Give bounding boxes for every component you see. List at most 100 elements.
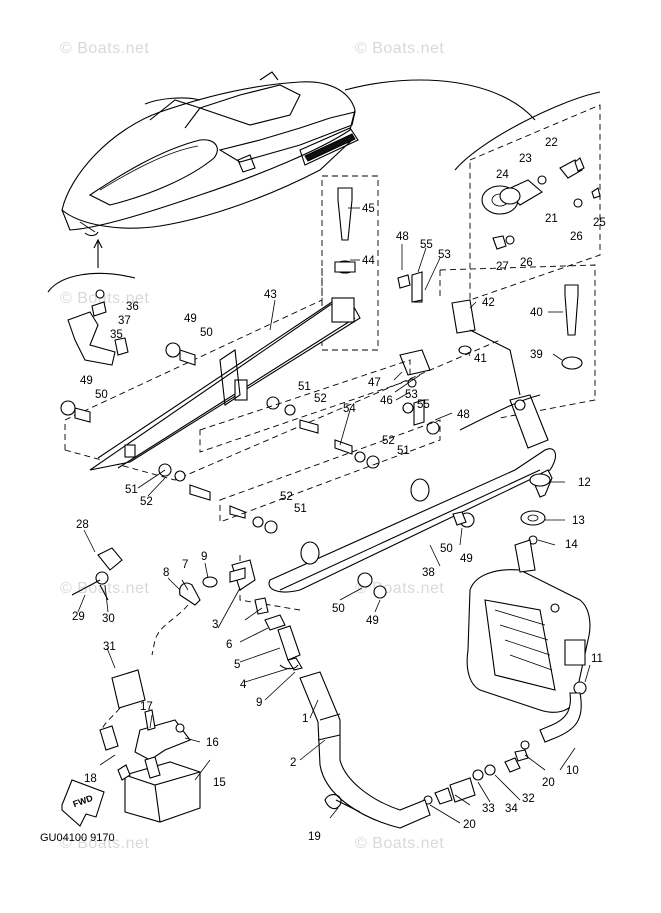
callout-8: 8 bbox=[163, 567, 169, 579]
callout-13: 13 bbox=[572, 515, 585, 527]
hose-35 bbox=[67, 289, 129, 366]
hose-2 bbox=[299, 671, 431, 829]
callout-16: 16 bbox=[206, 737, 219, 749]
callout-40: 40 bbox=[530, 307, 543, 319]
callout-31: 31 bbox=[103, 641, 116, 653]
callout-52: 52 bbox=[280, 491, 293, 503]
callout-9: 9 bbox=[256, 697, 262, 709]
callout-41: 41 bbox=[474, 353, 487, 365]
callout-51: 51 bbox=[397, 445, 410, 457]
leader-lines bbox=[77, 207, 591, 824]
callout-37: 37 bbox=[118, 315, 131, 327]
callout-53: 53 bbox=[438, 249, 451, 261]
jet-pump-housing bbox=[466, 539, 591, 713]
callout-49: 49 bbox=[80, 375, 93, 387]
watermark: © Boats.net bbox=[60, 40, 150, 57]
water-box-15 bbox=[117, 756, 201, 823]
side-rail-38 bbox=[268, 394, 556, 599]
callout-52: 52 bbox=[382, 435, 395, 447]
callout-50: 50 bbox=[440, 543, 453, 555]
callout-51: 51 bbox=[294, 503, 307, 515]
callout-21: 21 bbox=[545, 213, 558, 225]
callout-29: 29 bbox=[72, 611, 85, 623]
callout-44: 44 bbox=[362, 255, 375, 267]
watercraft-illustration bbox=[61, 71, 359, 237]
callout-51: 51 bbox=[298, 381, 311, 393]
callout-50: 50 bbox=[200, 327, 213, 339]
callout-26: 26 bbox=[570, 231, 583, 243]
callout-10: 10 bbox=[566, 765, 579, 777]
mount-hardware bbox=[60, 342, 440, 534]
watermark: © Boats.net bbox=[355, 835, 445, 852]
callout-42: 42 bbox=[482, 297, 495, 309]
vent-hose-45 bbox=[334, 187, 356, 274]
callout-1: 1 bbox=[302, 713, 308, 725]
clamp-28 bbox=[71, 547, 123, 601]
callout-25: 25 bbox=[593, 217, 606, 229]
callout-27: 27 bbox=[496, 261, 509, 273]
callout-36: 36 bbox=[126, 301, 139, 313]
callout-4: 4 bbox=[240, 679, 247, 691]
callout-18: 18 bbox=[84, 773, 97, 785]
callout-23: 23 bbox=[519, 153, 532, 165]
callout-22: 22 bbox=[545, 137, 558, 149]
callout-39: 39 bbox=[530, 349, 543, 361]
callout-24: 24 bbox=[496, 169, 509, 181]
fitting-12 bbox=[520, 469, 553, 545]
hose-31 bbox=[111, 669, 146, 709]
callout-26: 26 bbox=[520, 257, 533, 269]
callout-11: 11 bbox=[591, 653, 603, 665]
callout-35: 35 bbox=[110, 329, 123, 341]
callout-20: 20 bbox=[542, 777, 555, 789]
callout-17: 17 bbox=[140, 701, 153, 713]
callout-48: 48 bbox=[457, 409, 470, 421]
callout-20: 20 bbox=[463, 819, 476, 831]
callout-52: 52 bbox=[314, 393, 327, 405]
callout-38: 38 bbox=[422, 567, 435, 579]
hose-8 bbox=[179, 582, 201, 606]
callout-6: 6 bbox=[226, 639, 232, 651]
air-duct-assembly bbox=[64, 175, 501, 481]
callout-28: 28 bbox=[76, 519, 89, 531]
callout-46: 46 bbox=[380, 395, 393, 407]
hose-10 bbox=[539, 692, 582, 743]
callout-7: 7 bbox=[182, 559, 188, 571]
callout-19: 19 bbox=[308, 831, 321, 843]
callout-12: 12 bbox=[578, 477, 591, 489]
callout-34: 34 bbox=[505, 803, 518, 815]
callout-50: 50 bbox=[95, 389, 108, 401]
callout-45: 45 bbox=[362, 203, 375, 215]
callout-51: 51 bbox=[125, 484, 138, 496]
callout-55: 55 bbox=[420, 239, 433, 251]
watermark: © Boats.net bbox=[355, 40, 445, 57]
callout-9: 9 bbox=[201, 551, 207, 563]
callout-2: 2 bbox=[290, 757, 296, 769]
watermark: © Boats.net bbox=[60, 835, 150, 852]
watermark: © Boats.net bbox=[60, 290, 150, 307]
fwd-label: FWD bbox=[71, 793, 94, 810]
callout-32: 32 bbox=[522, 793, 535, 805]
callout-54: 54 bbox=[343, 403, 356, 415]
callout-33: 33 bbox=[482, 803, 495, 815]
callout-15: 15 bbox=[213, 777, 226, 789]
callout-30: 30 bbox=[102, 613, 115, 625]
callout-55: 55 bbox=[417, 399, 430, 411]
diagram-code: GU04100 9170 bbox=[40, 832, 115, 844]
callout-52: 52 bbox=[140, 496, 153, 508]
hose-fittings bbox=[202, 559, 303, 671]
callout-3: 3 bbox=[212, 619, 218, 631]
watermark: © Boats.net bbox=[60, 580, 150, 597]
callout-49: 49 bbox=[366, 615, 379, 627]
callout-43: 43 bbox=[264, 289, 277, 301]
callout-5: 5 bbox=[234, 659, 240, 671]
water-inlet-group bbox=[423, 757, 521, 805]
callout-labels: 45 44 48 55 53 43 42 40 41 39 36 37 35 4… bbox=[72, 137, 606, 843]
bracket-47 bbox=[399, 349, 431, 376]
clamp-19 bbox=[324, 794, 342, 810]
callout-48: 48 bbox=[396, 231, 409, 243]
callout-14: 14 bbox=[565, 539, 578, 551]
callout-49: 49 bbox=[184, 313, 197, 325]
callout-53: 53 bbox=[405, 389, 418, 401]
callout-47: 47 bbox=[368, 377, 381, 389]
